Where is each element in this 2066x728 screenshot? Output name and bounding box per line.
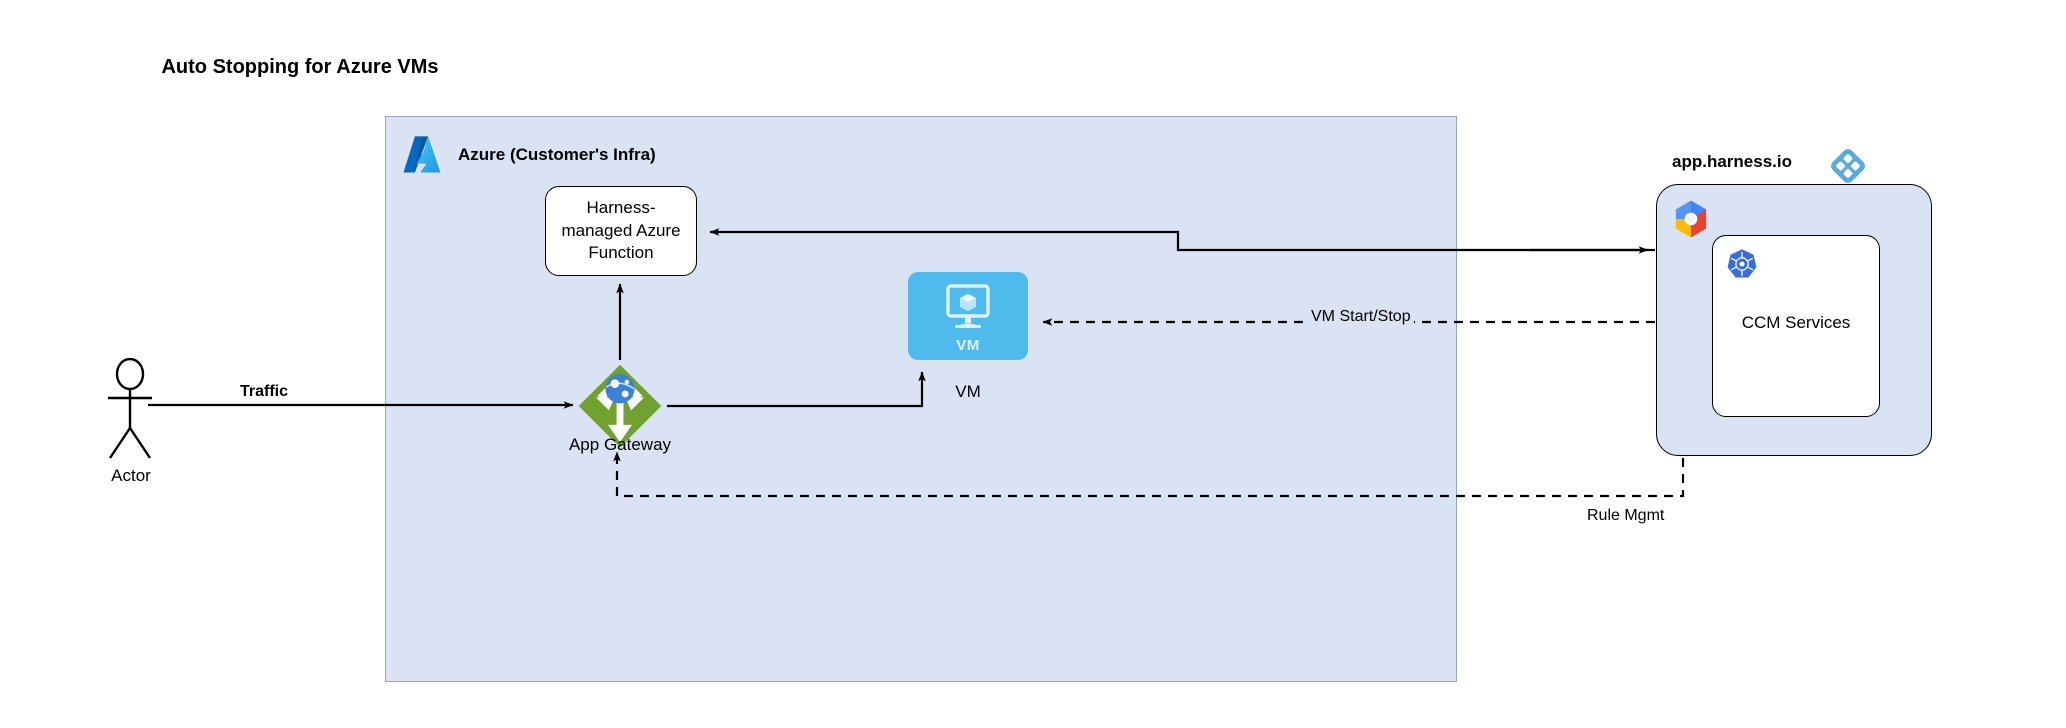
vm-start-stop-edge-label: VM Start/Stop — [1308, 308, 1414, 326]
actor-stick-figure-icon — [108, 358, 152, 459]
google-cloud-logo-icon — [1675, 200, 1707, 238]
page-title: Auto Stopping for Azure VMs — [161, 56, 439, 78]
vm-label: VM — [955, 382, 981, 401]
ccm-services-label: CCM Services — [1741, 313, 1851, 332]
vm-inner-label: VM — [956, 337, 980, 354]
actor-label: Actor — [111, 466, 151, 485]
app-gateway-icon[interactable] — [577, 363, 663, 449]
vm-monitor-icon — [946, 284, 990, 328]
azure-function-label: Harness-managed Azure Function — [561, 198, 681, 263]
harness-title: app.harness.io — [1672, 152, 1792, 171]
traffic-edge-label: Traffic — [240, 383, 289, 400]
azure-container-label: Azure (Customer's Infra) — [458, 145, 656, 164]
kubernetes-logo-icon — [1727, 249, 1757, 278]
app-gateway-label: App Gateway — [568, 435, 672, 454]
azure-function-box[interactable]: Harness-managed Azure Function — [545, 186, 697, 276]
harness-logo-icon — [1831, 149, 1865, 183]
vm-icon[interactable]: VM — [908, 272, 1028, 360]
azure-logo-icon — [403, 136, 441, 173]
rule-mgmt-edge-label: Rule Mgmt — [1587, 507, 1665, 524]
